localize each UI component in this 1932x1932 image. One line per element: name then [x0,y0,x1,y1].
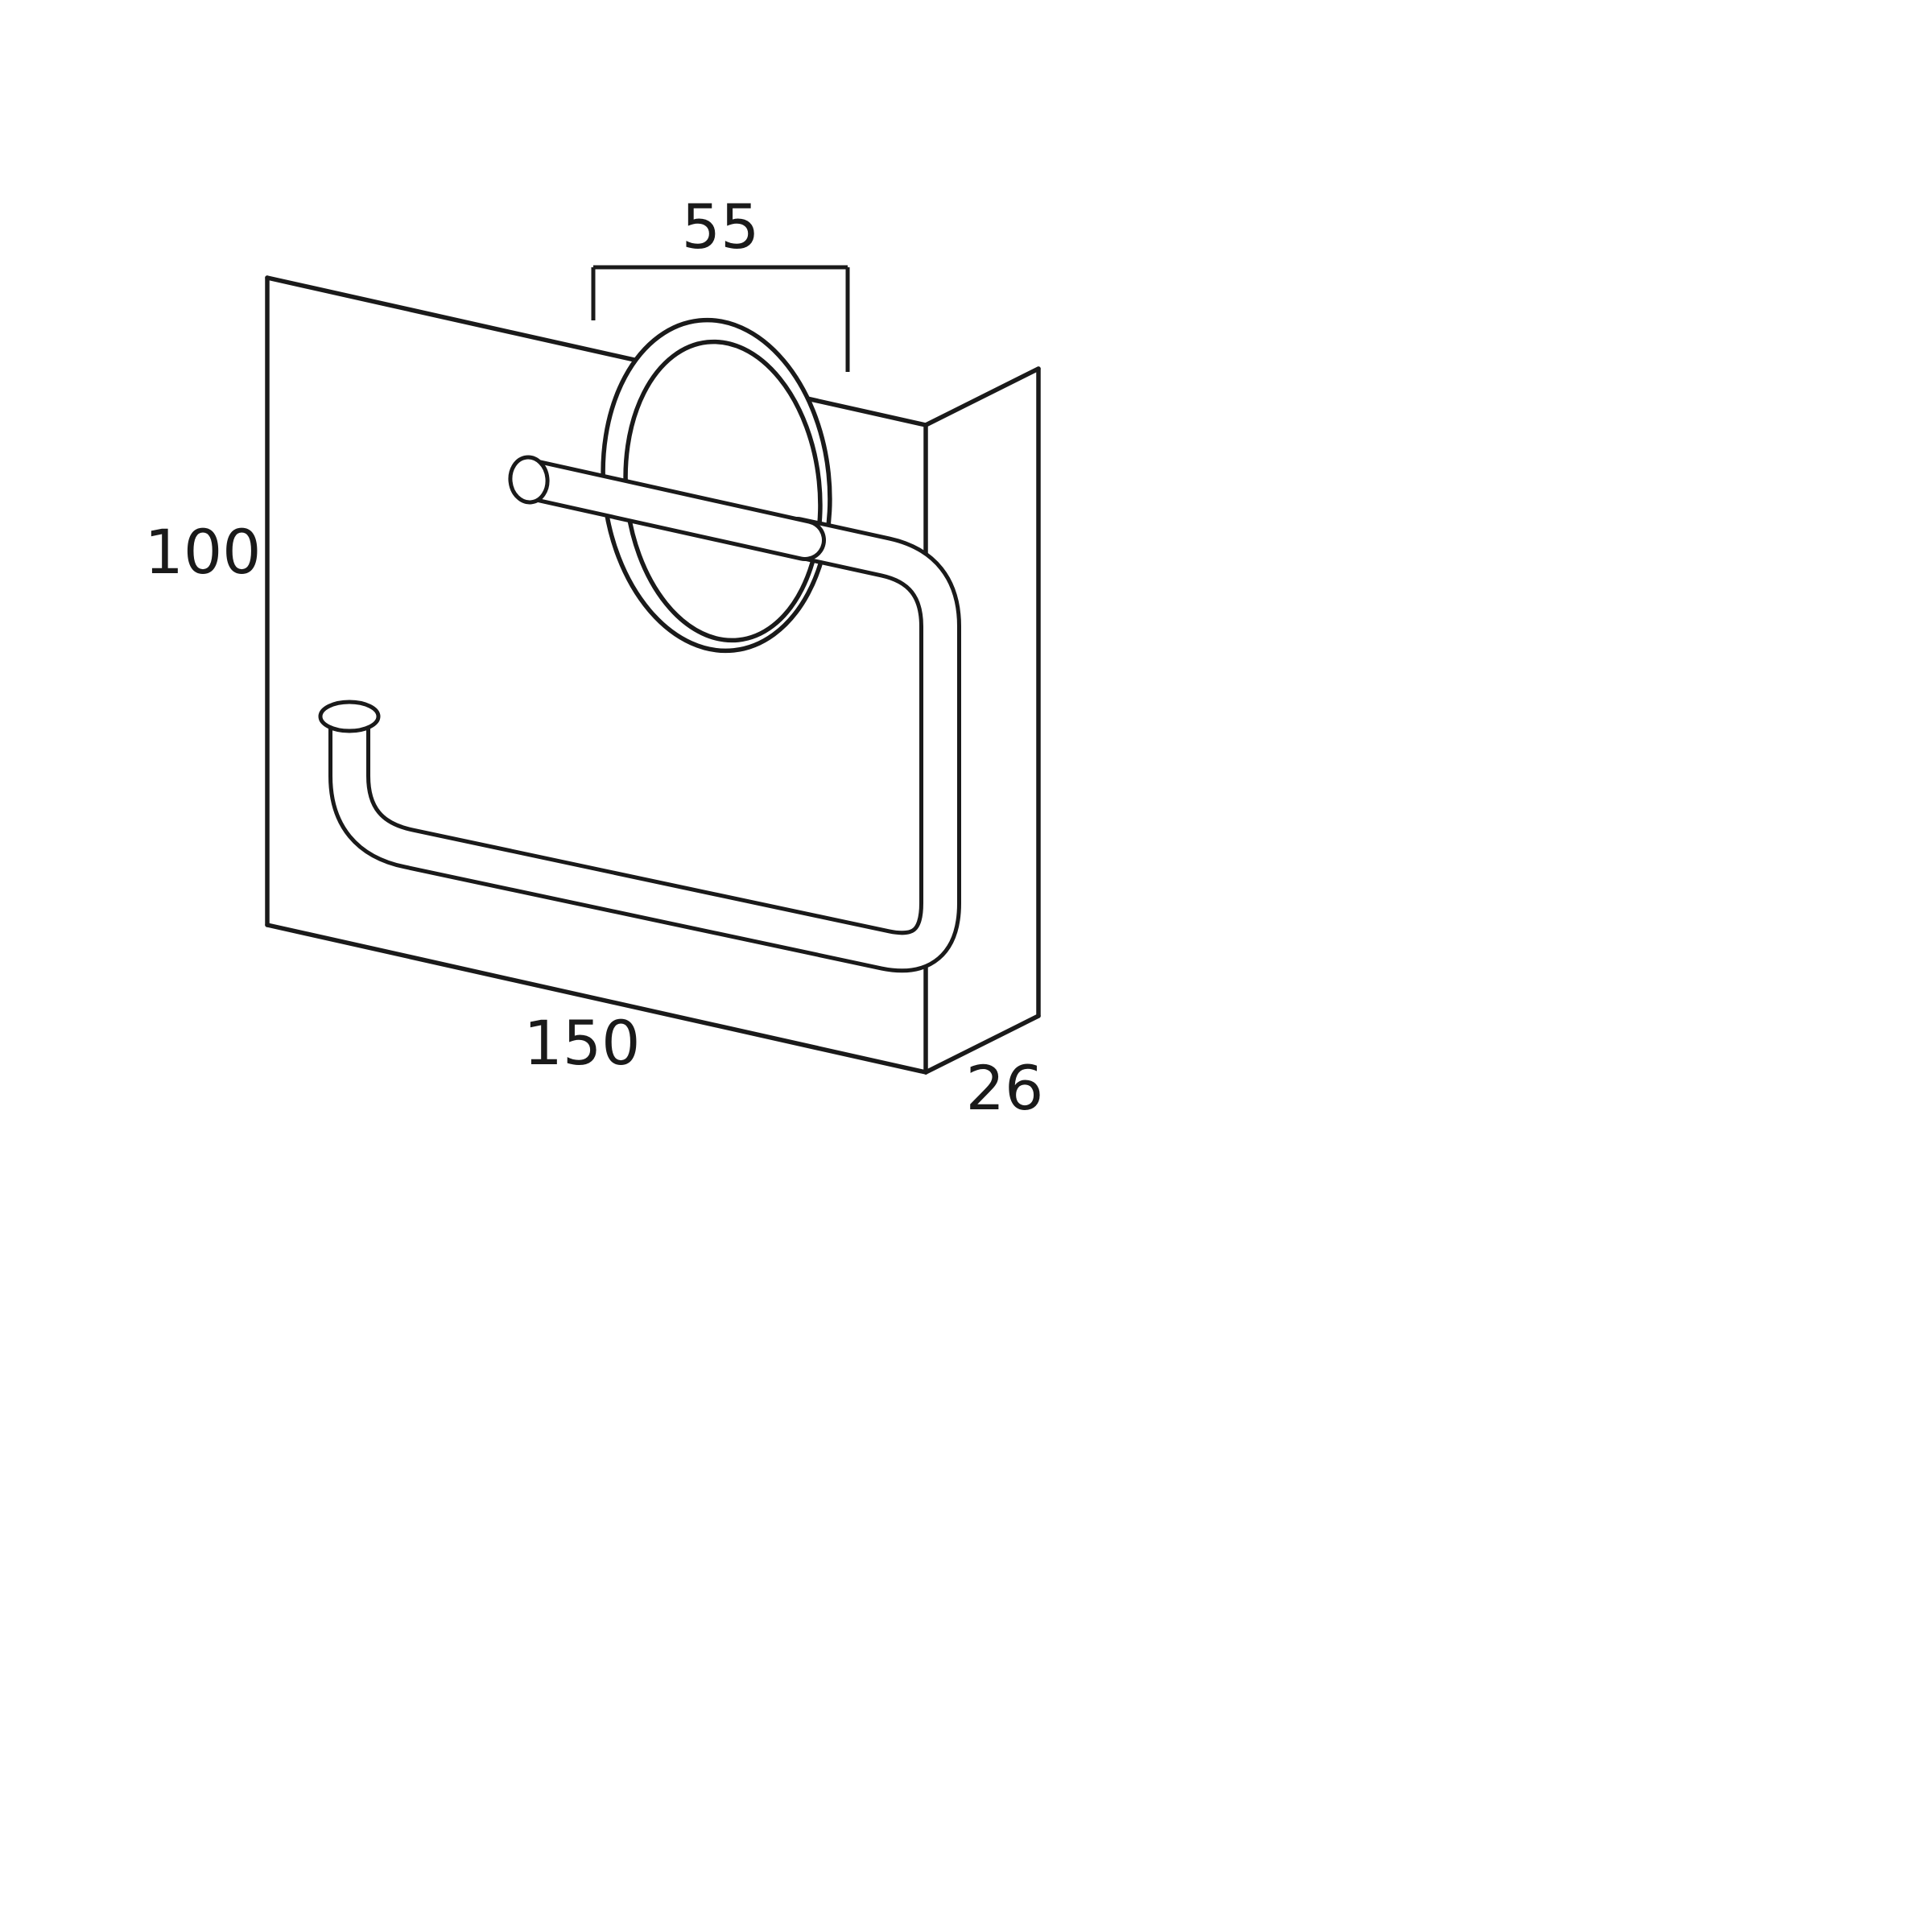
panel-top-depth-edge [923,366,1041,427]
panel-bottom-depth-edge [923,1013,1041,1075]
support-bar [508,455,826,561]
bar-end-cap [508,455,550,505]
panel-front-bottom-edge [265,923,928,1075]
bar-tube-fill [516,463,822,557]
dim-depth-label: 26 [966,1052,1044,1124]
dimension-plate-width [591,265,850,372]
panel-front-top-edge [265,275,928,427]
wall-panel [265,275,1041,1075]
ring-open-end-cap [318,700,381,733]
mounting-plate [601,317,832,654]
ring-tube-fill [332,521,957,969]
dim-width-label: 150 [523,1007,640,1079]
dimension-labels: 55 100 150 26 [144,191,1043,1124]
roll-holder-ring [318,517,961,973]
dim-height-label: 100 [144,516,261,588]
dim-plate-width-label: 55 [682,191,760,262]
